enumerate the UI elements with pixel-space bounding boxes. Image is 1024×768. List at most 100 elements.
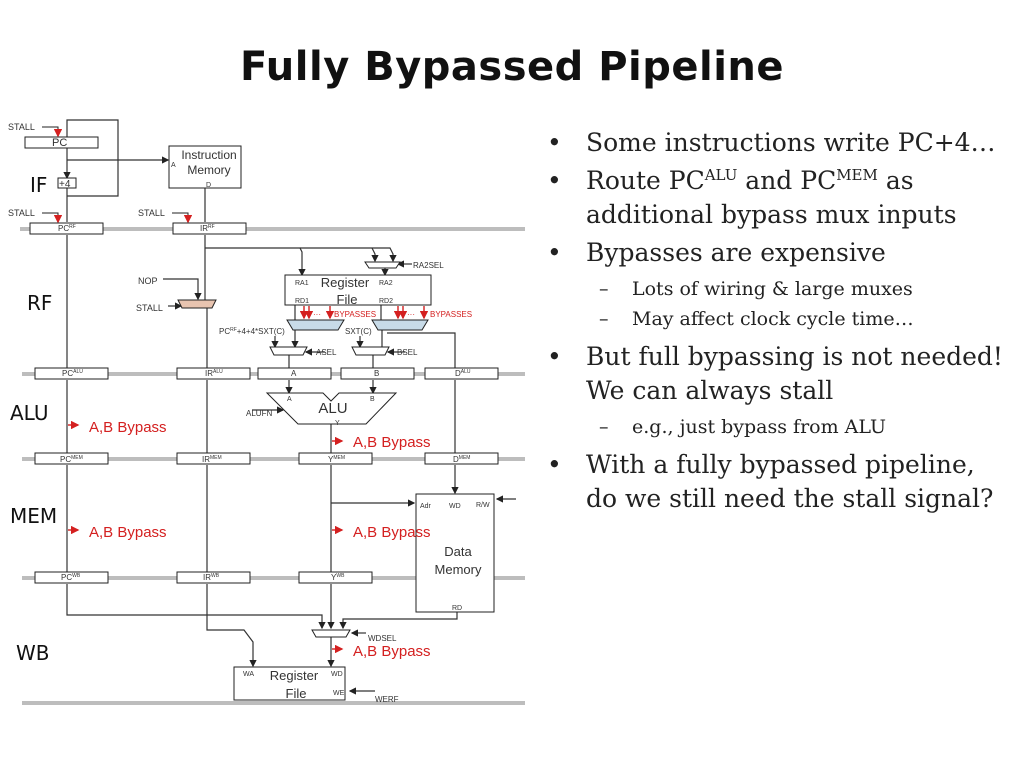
- regfile-label: File: [337, 292, 358, 307]
- bypasses-label: BYPASSES: [334, 310, 376, 319]
- bullet-text: Bypasses are expensive: [586, 238, 886, 267]
- pc-register-label: PC: [52, 137, 67, 149]
- bullet-item: • Some instructions write PC+4…: [547, 126, 1007, 160]
- bullet-glyph: •: [547, 342, 562, 371]
- imem-label: Memory: [187, 163, 230, 177]
- dash-glyph: –: [599, 278, 609, 300]
- pipeline-diagram: STALL STALL STALL STALL PC +4 Instructio…: [8, 119, 525, 705]
- sub-bullet-item: – e.g., just bypass from ALU: [547, 412, 1007, 442]
- bypass-label: A,B Bypass: [353, 643, 431, 660]
- ir-alu-reg: IRALU: [205, 369, 223, 378]
- asel-label: ASEL: [316, 348, 337, 357]
- sxtc-label: SXT(C): [345, 327, 372, 336]
- bullet-sup: ALU: [704, 166, 738, 184]
- dmem-wd-port: WD: [449, 503, 461, 510]
- stall-label: STALL: [136, 303, 163, 313]
- bullet-item: •Bypasses are expensive: [547, 236, 1007, 270]
- sub-bullet-item: – Lots of wiring & large muxes: [547, 274, 1007, 304]
- imem-d: D: [206, 182, 211, 189]
- alufn-label: ALUFN: [246, 409, 272, 418]
- regfile-label: Register: [321, 275, 370, 290]
- alu-b-port: B: [370, 396, 375, 403]
- stage-label-alu: ALU: [10, 401, 48, 425]
- sub-bullet-text: Lots of wiring & large muxes: [632, 278, 913, 300]
- dmem-label: Memory: [435, 562, 482, 577]
- bullet-text: as additional bypass mux inputs: [586, 166, 957, 229]
- y-wb-reg: YWB: [331, 573, 345, 582]
- slide-title: Fully Bypassed Pipeline: [239, 44, 785, 90]
- bypass-label: A,B Bypass: [89, 419, 167, 436]
- stage-label-mem: MEM: [10, 504, 57, 528]
- stall-arrows: [53, 129, 429, 654]
- dmem-rw-port: R/W: [476, 502, 490, 509]
- ra2sel-label: RA2SEL: [413, 261, 444, 270]
- stage-label-if: IF: [30, 173, 47, 197]
- dmem-rd-port: RD: [452, 605, 462, 612]
- imem-a: A: [171, 162, 176, 169]
- stage-label-rf: RF: [27, 291, 52, 315]
- b-reg: B: [374, 369, 379, 378]
- a-reg: A: [291, 369, 297, 378]
- wd-port: WD: [331, 671, 343, 678]
- pc-rf-reg: PCRF: [58, 224, 76, 233]
- bypass-label: A,B Bypass: [353, 434, 431, 451]
- rd2-port: RD2: [379, 298, 393, 305]
- stall-label: STALL: [8, 122, 35, 132]
- alu-y-port: Y: [335, 420, 340, 427]
- pc-mem-reg: PCMEM: [60, 455, 83, 464]
- ir-rf-reg: IRRF: [200, 224, 215, 233]
- stall-label: STALL: [8, 208, 35, 218]
- ir-wb-reg: IRWB: [203, 573, 220, 582]
- dash-glyph: –: [599, 416, 609, 438]
- plus4-label: +4: [59, 179, 71, 190]
- stall-label: STALL: [138, 208, 165, 218]
- bullet-item: •With a fully bypassed pipeline, do we s…: [547, 448, 1007, 516]
- d-alu-reg: DALU: [455, 369, 471, 378]
- bypass-label: A,B Bypass: [353, 524, 431, 541]
- dmem-adr-port: Adr: [420, 503, 432, 510]
- dash-glyph: –: [599, 308, 609, 330]
- bullet-text: Some instructions write PC+4…: [586, 128, 996, 157]
- sub-bullet-text: May affect clock cycle time…: [632, 308, 914, 330]
- alu-a-port: A: [287, 396, 292, 403]
- stage-label-wb: WB: [16, 641, 50, 665]
- bullet-text: But full bypassing is not needed! We can…: [586, 342, 1003, 405]
- bullet-item: • But full bypassing is not needed! We ca…: [547, 340, 1007, 408]
- ra2-port: RA2: [379, 280, 393, 287]
- bullet-item: • Route PCALU and PCMEM as additional byp…: [547, 164, 1007, 232]
- nop-label: NOP: [138, 276, 158, 286]
- bullet-text: and PC: [737, 166, 837, 195]
- d-mem-reg: DMEM: [453, 455, 470, 464]
- we-port: WE: [333, 690, 345, 697]
- imem-label: Instruction: [181, 148, 236, 162]
- wb-regfile-label: Register: [270, 668, 319, 683]
- pipeline-bars: [20, 227, 525, 705]
- sub-bullet-item: – May affect clock cycle time…: [547, 304, 1007, 334]
- bypass-dots: ···: [407, 310, 415, 319]
- wb-regfile-label: File: [286, 686, 307, 701]
- pc-wb-reg: PCWB: [61, 573, 81, 582]
- wa-port: WA: [243, 671, 254, 678]
- sub-bullet-text: e.g., just bypass from ALU: [632, 416, 886, 438]
- pc-branch-label: PCRF+4+4*SXT(C): [219, 327, 285, 336]
- bullet-glyph: •: [547, 450, 562, 479]
- wires: [63, 119, 516, 695]
- y-mem-reg: YMEM: [328, 455, 345, 464]
- bullet-glyph: •: [547, 166, 562, 195]
- dmem-label: Data: [444, 544, 472, 559]
- bullet-text: Route PC: [586, 166, 705, 195]
- bypass-dots: ···: [313, 310, 321, 319]
- bypasses-label: BYPASSES: [430, 310, 472, 319]
- bullet-glyph: •: [547, 128, 562, 157]
- blocks: [24, 136, 499, 701]
- rd1-port: RD1: [295, 298, 309, 305]
- bullet-list: • Some instructions write PC+4… • Route PC…: [547, 126, 1007, 520]
- alu-label: ALU: [318, 400, 347, 417]
- ir-mem-reg: IRMEM: [202, 455, 222, 464]
- wdsel-label: WDSEL: [368, 634, 397, 643]
- pc-alu-reg: PCALU: [62, 369, 83, 378]
- ra1-port: RA1: [295, 280, 309, 287]
- bullet-sup: MEM: [836, 166, 878, 184]
- werf-label: WERF: [375, 695, 399, 704]
- bypass-label: A,B Bypass: [89, 524, 167, 541]
